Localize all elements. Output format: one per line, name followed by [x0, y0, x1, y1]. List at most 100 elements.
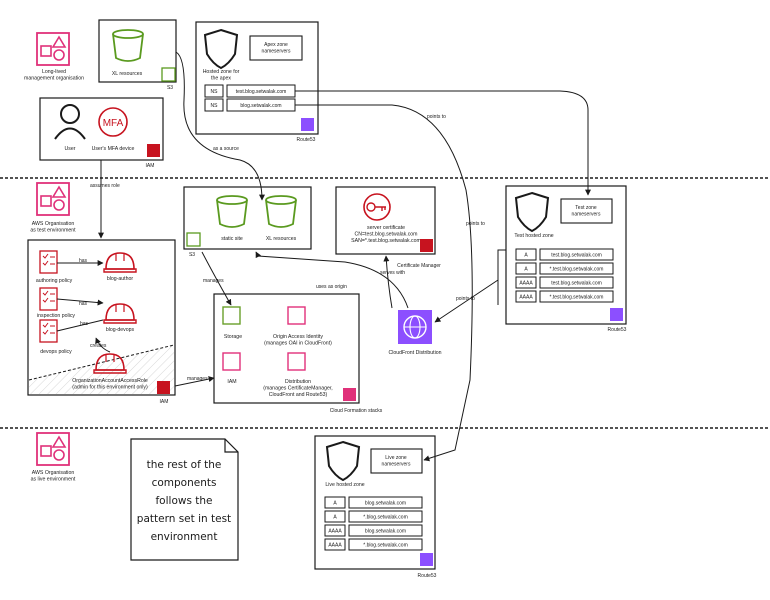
- manages-label-2: manages: [187, 376, 208, 382]
- bucket-icon: [216, 195, 248, 228]
- policy-icon: [39, 319, 58, 343]
- cloudfront-distribution[interactable]: CloudFront Distribution: [388, 310, 442, 356]
- helmet-icon: [103, 303, 137, 324]
- inspection-policy-label: inspection policy: [37, 313, 75, 319]
- edge-has-inspection: [56, 298, 104, 306]
- user-label: User: [65, 146, 76, 152]
- svg-text:test.blog.setwalak.com: test.blog.setwalak.com: [236, 89, 287, 95]
- svg-text:blog.setwalak.com: blog.setwalak.com: [240, 103, 281, 109]
- policy-icon: [39, 250, 58, 274]
- has-label-2: has: [79, 301, 88, 307]
- iam-stack-icon: [222, 352, 241, 371]
- edge-has-devops: [56, 319, 104, 332]
- live-record-value: blog.setwalak.com: [365, 529, 406, 535]
- iam-user-box[interactable]: User MFA User's MFA device IAM: [39, 97, 164, 169]
- apex-ns-record-1: NS test.blog.setwalak.com: [204, 84, 296, 98]
- live-zone-ns-box: [370, 448, 423, 474]
- xl-resources-box[interactable]: XL resources S3: [98, 19, 177, 91]
- creates-label: creates: [90, 343, 107, 349]
- live-record-type: A: [333, 515, 337, 521]
- points-to-label-live: points to: [466, 221, 485, 227]
- cloudformation-box[interactable]: Storage Origin Access Identity(manages O…: [213, 293, 383, 414]
- s3-service-label: S3: [167, 85, 173, 91]
- blog-devops-label: blog-devops: [106, 327, 135, 333]
- edge-as-source: [175, 51, 265, 201]
- test-zone-ns-box: [560, 198, 613, 224]
- live-record-3: AAAA blog.setwalak.com: [324, 524, 423, 537]
- distribution-stack-label: Distribution(manages CertificateManager,…: [263, 379, 333, 398]
- live-record-value: blog.setwalak.com: [365, 501, 406, 507]
- blog-author-label: blog-author: [107, 276, 134, 282]
- live-record-value: *.blog.setwalak.com: [363, 515, 407, 521]
- edge-serves-with: [383, 255, 393, 309]
- iam-service-badge: [157, 381, 170, 394]
- live-record-type: AAAA: [328, 543, 342, 549]
- serves-with-label: serves with: [380, 270, 405, 276]
- mfa-device-label: User's MFA device: [92, 146, 135, 152]
- shield-icon: [325, 440, 361, 482]
- test-record-value: test.blog.setwalak.com: [551, 253, 602, 259]
- assumes-role-label: assumes role: [90, 183, 120, 189]
- apex-ns-record-2: NS blog.setwalak.com: [204, 98, 296, 112]
- edge-labels: as a source points to points to assumes …: [79, 114, 485, 382]
- svg-text:MFA: MFA: [103, 118, 124, 129]
- cert-manager-badge: [420, 239, 433, 252]
- edge-uses-as-origin: [255, 251, 409, 309]
- edge-creates: [95, 337, 111, 353]
- live-hosted-zone-label: Live hosted zone: [325, 482, 364, 488]
- test-iam-box[interactable]: authoring policy inspection policy devop…: [27, 239, 176, 405]
- test-record-type: AAAA: [519, 281, 533, 287]
- bucket-icon: [112, 29, 144, 62]
- test-org-icon: [36, 182, 70, 216]
- iam-service-label: IAM: [160, 399, 169, 405]
- has-label-1: has: [79, 258, 88, 264]
- management-org-icon: [36, 32, 70, 66]
- helmet-icon: [103, 252, 137, 273]
- iam-stack-label: IAM: [227, 379, 236, 385]
- test-record-value: *.test.blog.setwalak.com: [550, 267, 604, 273]
- has-label-3: has: [80, 321, 89, 327]
- edge-manages-iam: [174, 376, 215, 387]
- mfa-device-icon: MFA: [98, 107, 128, 137]
- test-record-4: AAAA*.test.blog.setwalak.com: [515, 290, 614, 303]
- iam-service-label: IAM: [146, 163, 155, 169]
- test-s3-box[interactable]: static site XL resources S3: [183, 186, 312, 258]
- distribution-stack-icon: [287, 352, 306, 371]
- cert-manager-label: Certificate Manager: [397, 263, 441, 269]
- xl-resources-label: XL resources: [112, 71, 143, 77]
- test-hosted-zone-label: Test hosted zone: [514, 233, 553, 239]
- s3-service-badge: [186, 232, 201, 247]
- test-record-type: AAAA: [519, 295, 533, 301]
- apex-ns-box: [249, 35, 303, 61]
- test-record-type: A: [524, 267, 528, 273]
- as-source-label: as a source: [213, 146, 239, 152]
- live-record-2: A *.blog.setwalak.com: [324, 510, 423, 523]
- certificate-icon: [363, 193, 391, 221]
- route53-service-label: Route53: [418, 573, 437, 579]
- edge-manages-storage: [201, 251, 232, 306]
- shield-icon: [203, 28, 239, 70]
- s3-service-label: S3: [189, 252, 195, 258]
- live-record-4: AAAA*.blog.setwalak.com: [324, 538, 423, 551]
- points-to-label: points to: [427, 114, 446, 120]
- helmet-icon: [93, 353, 127, 374]
- iam-service-badge: [147, 144, 160, 157]
- xl-resources-label: XL resources: [266, 236, 297, 242]
- live-record-type: AAAA: [328, 529, 342, 535]
